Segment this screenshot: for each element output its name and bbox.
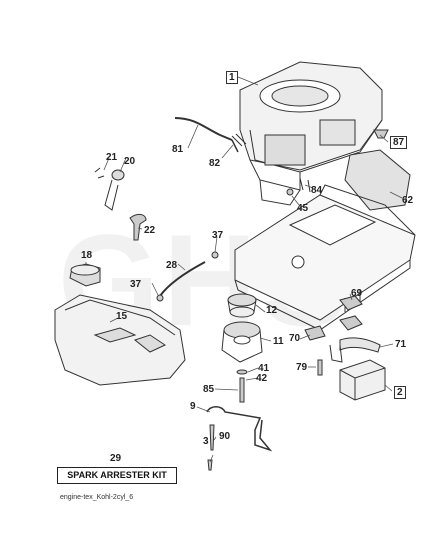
cable-81-drawing (174, 117, 233, 141)
callout-45: 45 (297, 203, 309, 214)
callout-2: 2 (394, 386, 406, 399)
pipe-71-drawing (339, 337, 381, 353)
pulley-12-drawing (227, 293, 257, 318)
callout-37-lower: 37 (130, 279, 142, 290)
clamp-22-drawing (129, 213, 147, 241)
rod-9-drawing (206, 406, 273, 452)
callout-42: 42 (256, 373, 268, 384)
knob-87-drawing (373, 129, 389, 139)
callout-87: 87 (390, 136, 408, 149)
callout-3: 3 (203, 436, 209, 447)
muffler-2-drawing (339, 359, 386, 401)
fuel-cap-18-drawing (69, 263, 101, 287)
callout-82: 82 (209, 158, 221, 169)
engine-drawing (239, 61, 383, 206)
callout-22: 22 (144, 225, 156, 236)
callout-41: 41 (258, 363, 270, 374)
callout-9: 9 (190, 401, 196, 412)
fuel-line-28-drawing (159, 261, 206, 297)
callout-1: 1 (226, 71, 238, 84)
callout-84: 84 (311, 185, 323, 196)
valve-20-drawing (94, 167, 125, 211)
bracket-70-drawing (304, 325, 326, 341)
spark-arrester-kit-box: SPARK ARRESTER KIT (57, 467, 177, 484)
callout-29: 29 (110, 453, 122, 464)
bracket-69-drawing (339, 295, 363, 311)
callout-70: 70 (289, 333, 301, 344)
callout-20: 20 (124, 156, 136, 167)
callout-21: 21 (106, 152, 118, 163)
callout-37-upper: 37 (212, 230, 224, 241)
callout-90: 90 (219, 431, 231, 442)
callout-15: 15 (116, 311, 128, 322)
callout-71: 71 (395, 339, 407, 350)
clutch-11-drawing (221, 321, 263, 363)
callout-79: 79 (296, 362, 308, 373)
callout-11: 11 (273, 336, 284, 347)
callout-69: 69 (351, 288, 363, 299)
callout-12: 12 (266, 305, 278, 316)
callout-62: 62 (402, 195, 414, 206)
callout-85: 85 (203, 384, 215, 395)
callout-28: 28 (166, 260, 178, 271)
diagram-caption: engine-tex_Kohl-2cyl_6 (60, 494, 134, 501)
heat-shield-drawing (344, 149, 411, 211)
callout-81: 81 (172, 144, 184, 155)
callout-18: 18 (81, 250, 93, 261)
fuel-tank-15-drawing (54, 294, 186, 386)
